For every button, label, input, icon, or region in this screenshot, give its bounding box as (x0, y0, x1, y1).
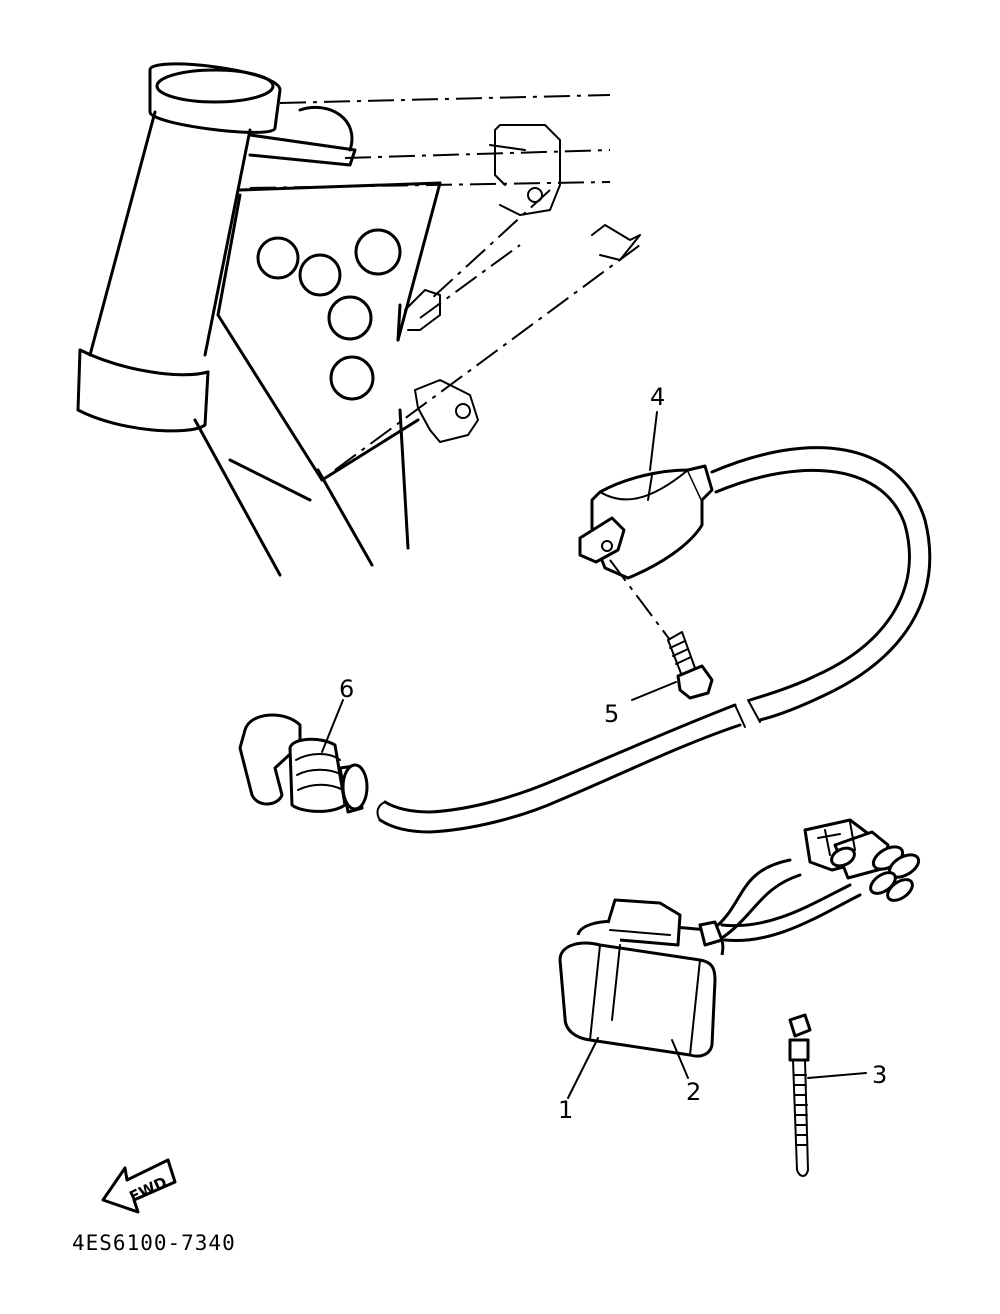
callout-3: 3 (872, 1061, 887, 1089)
leader-lines (321, 411, 867, 1099)
frame-head-pipe (76, 62, 282, 433)
callout-4: 4 (650, 383, 665, 411)
frame-centerlines (249, 94, 641, 471)
cdi-wire-harness (716, 818, 921, 943)
fwd-arrow-icon: FWD (101, 1158, 177, 1214)
frame-lower-tubes (193, 105, 410, 577)
callout-6: 6 (339, 675, 354, 703)
upper-bracket (489, 124, 561, 216)
frame-gusset-plate (216, 181, 442, 482)
lower-bracket (414, 379, 479, 443)
cdi-unit (558, 898, 725, 1058)
ignition-coil (578, 464, 714, 580)
spark-plug-cap (238, 713, 369, 814)
callout-5: 5 (604, 700, 619, 728)
coil-mount-tab (404, 224, 641, 331)
bolt (609, 559, 714, 700)
drawing-code: 4ES6100-7340 (72, 1231, 236, 1255)
cable-tie (788, 1013, 812, 1177)
high-tension-lead (376, 446, 932, 834)
callout-1: 1 (558, 1096, 573, 1124)
callout-2: 2 (686, 1078, 701, 1106)
